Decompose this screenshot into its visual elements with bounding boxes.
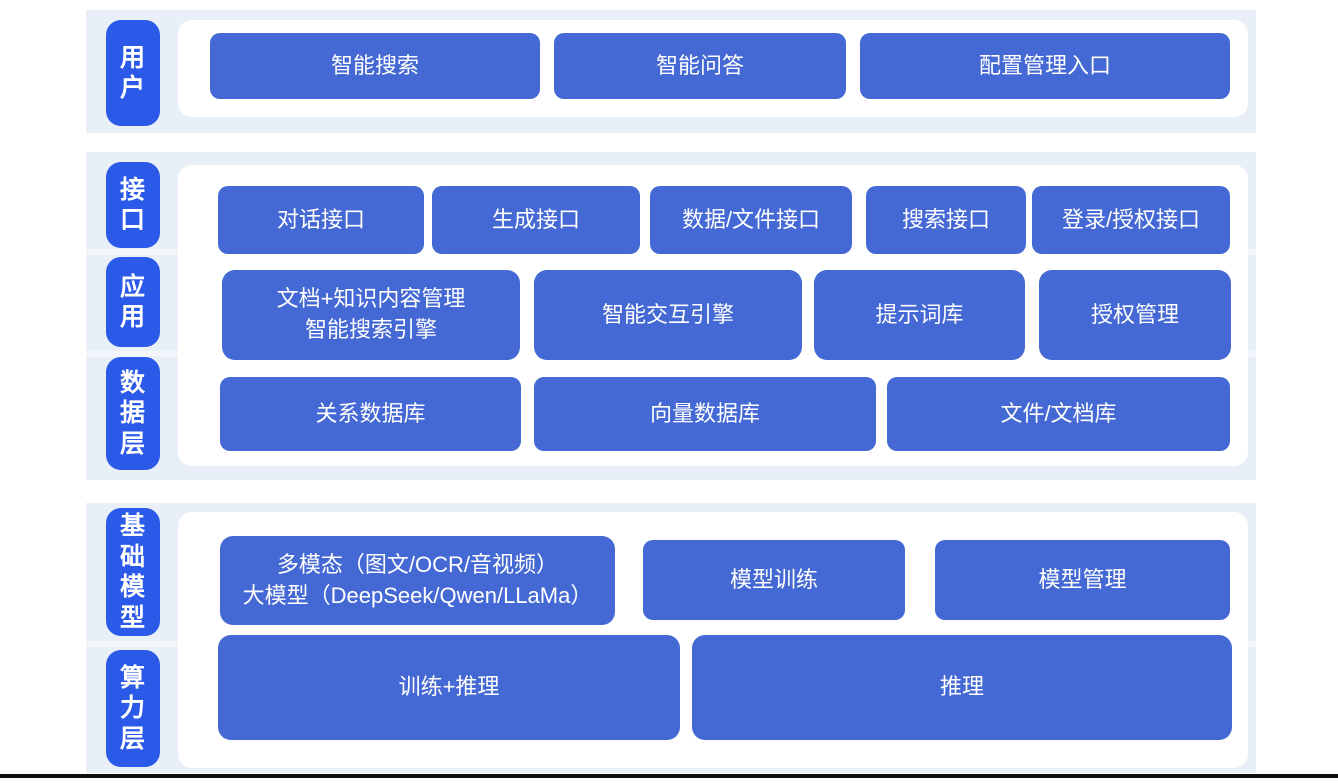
box-search-api: 搜索接口 bbox=[866, 186, 1026, 254]
bottom-border-line bbox=[0, 774, 1338, 778]
interface-layer-label: 接 口 bbox=[106, 162, 160, 248]
application-layer-label: 应 用 bbox=[106, 257, 160, 347]
box-inference: 推理 bbox=[692, 635, 1232, 740]
box-smart-interaction-engine: 智能交互引擎 bbox=[534, 270, 802, 360]
box-data-file-api: 数据/文件接口 bbox=[650, 186, 852, 254]
box-smart-qa: 智能问答 bbox=[554, 33, 846, 99]
box-generation-api: 生成接口 bbox=[432, 186, 640, 254]
user-layer-label: 用 户 bbox=[106, 20, 160, 126]
box-model-management: 模型管理 bbox=[935, 540, 1230, 620]
box-model-training: 模型训练 bbox=[643, 540, 905, 620]
foundation-model-layer-label: 基 础 模 型 bbox=[106, 508, 160, 636]
box-vector-db: 向量数据库 bbox=[534, 377, 876, 451]
box-file-doc-store: 文件/文档库 bbox=[887, 377, 1230, 451]
box-multimodal-llm: 多模态（图文/OCR/音视频） 大模型（DeepSeek/Qwen/LLaMa） bbox=[220, 536, 615, 625]
box-dialog-api: 对话接口 bbox=[218, 186, 424, 254]
box-login-auth-api: 登录/授权接口 bbox=[1032, 186, 1230, 254]
box-relational-db: 关系数据库 bbox=[220, 377, 521, 451]
box-auth-management: 授权管理 bbox=[1039, 270, 1231, 360]
box-smart-search: 智能搜索 bbox=[210, 33, 540, 99]
box-doc-knowledge-search-engine: 文档+知识内容管理 智能搜索引擎 bbox=[222, 270, 520, 360]
data-layer-label: 数 据 层 bbox=[106, 357, 160, 470]
box-training-inference: 训练+推理 bbox=[218, 635, 680, 740]
compute-layer-label: 算 力 层 bbox=[106, 650, 160, 767]
box-prompt-library: 提示词库 bbox=[814, 270, 1025, 360]
box-config-entry: 配置管理入口 bbox=[860, 33, 1230, 99]
